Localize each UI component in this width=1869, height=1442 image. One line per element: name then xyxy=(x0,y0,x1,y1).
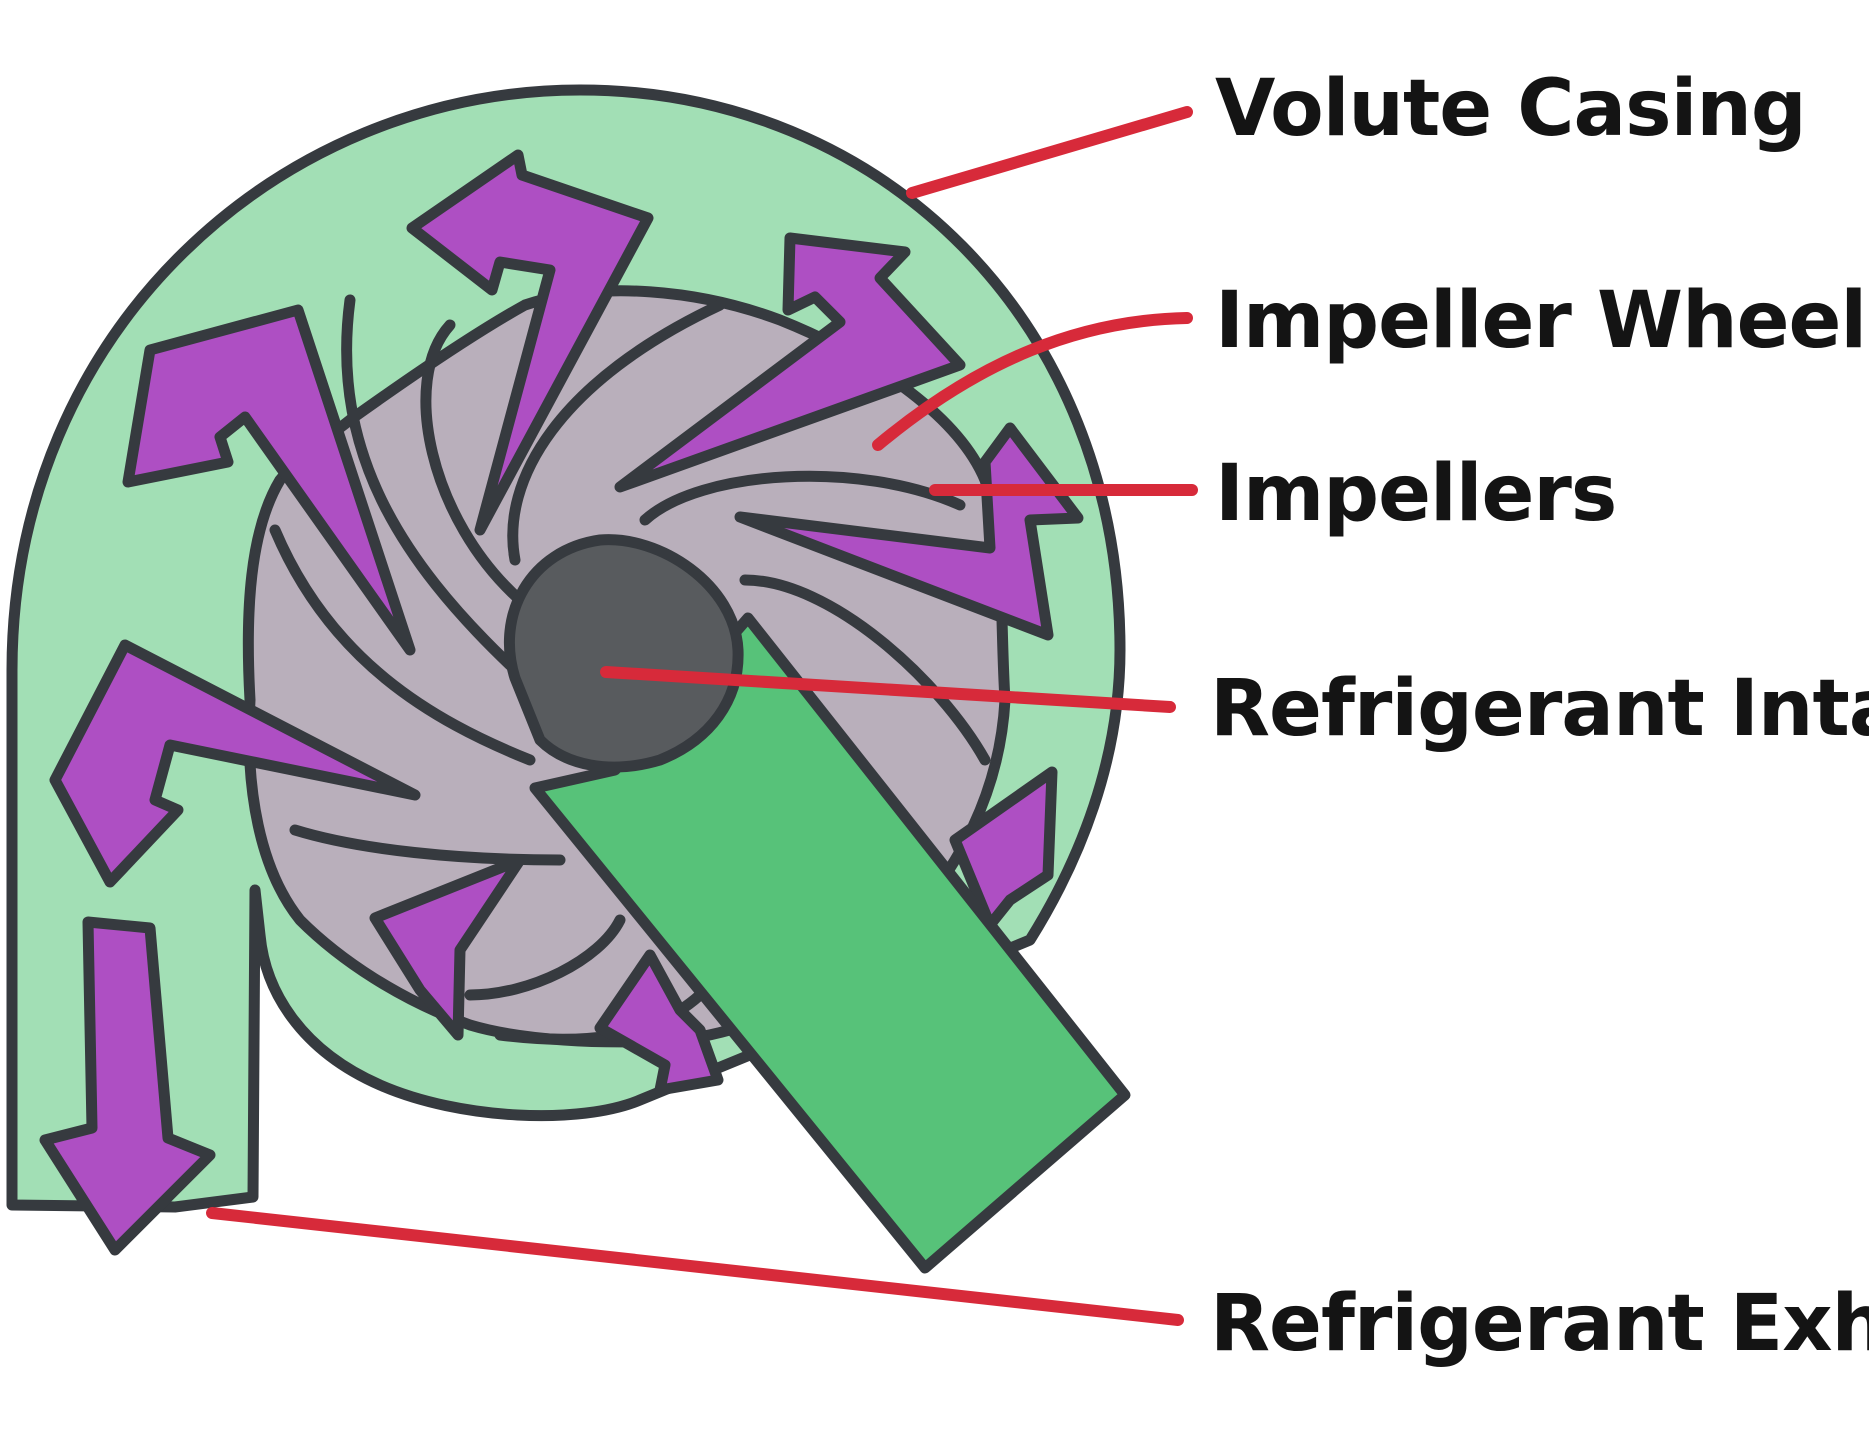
flow-arrow xyxy=(39,916,216,1256)
refrigerant-intake-leader xyxy=(600,666,1176,713)
impeller-wheel-leader xyxy=(872,312,1193,451)
impellers-label: Impellers xyxy=(1215,449,1616,539)
impeller-blade xyxy=(420,319,526,606)
refrigerant-exhaust-label: Refrigerant Exhaust xyxy=(1210,1279,1869,1369)
labels: Volute Casing Impeller Wheel Impellers R… xyxy=(1210,64,1869,1369)
flow-arrow xyxy=(49,639,421,888)
leader-lines xyxy=(206,106,1198,1326)
flow-arrow xyxy=(406,149,654,536)
impeller-blade xyxy=(739,574,991,766)
impeller-blade xyxy=(507,299,726,566)
impeller-blade xyxy=(341,294,516,671)
refrigerant-exhaust-leader xyxy=(206,1207,1184,1326)
flow-arrow xyxy=(369,854,526,1041)
central-hub xyxy=(503,534,744,773)
flow-arrow xyxy=(594,949,724,1096)
flow-arrow xyxy=(614,232,966,493)
impeller-blade xyxy=(269,524,536,766)
flow-arrow xyxy=(734,422,1084,641)
volute-casing-label: Volute Casing xyxy=(1215,64,1806,154)
volute-casing-leader xyxy=(906,106,1193,199)
impeller-wheel-label: Impeller Wheel xyxy=(1215,276,1866,366)
impeller-blade xyxy=(639,470,966,526)
impeller-blade xyxy=(464,914,626,1001)
refrigerant-intake-label: Refrigerant Intake xyxy=(1210,664,1869,754)
flow-arrow xyxy=(122,304,416,656)
